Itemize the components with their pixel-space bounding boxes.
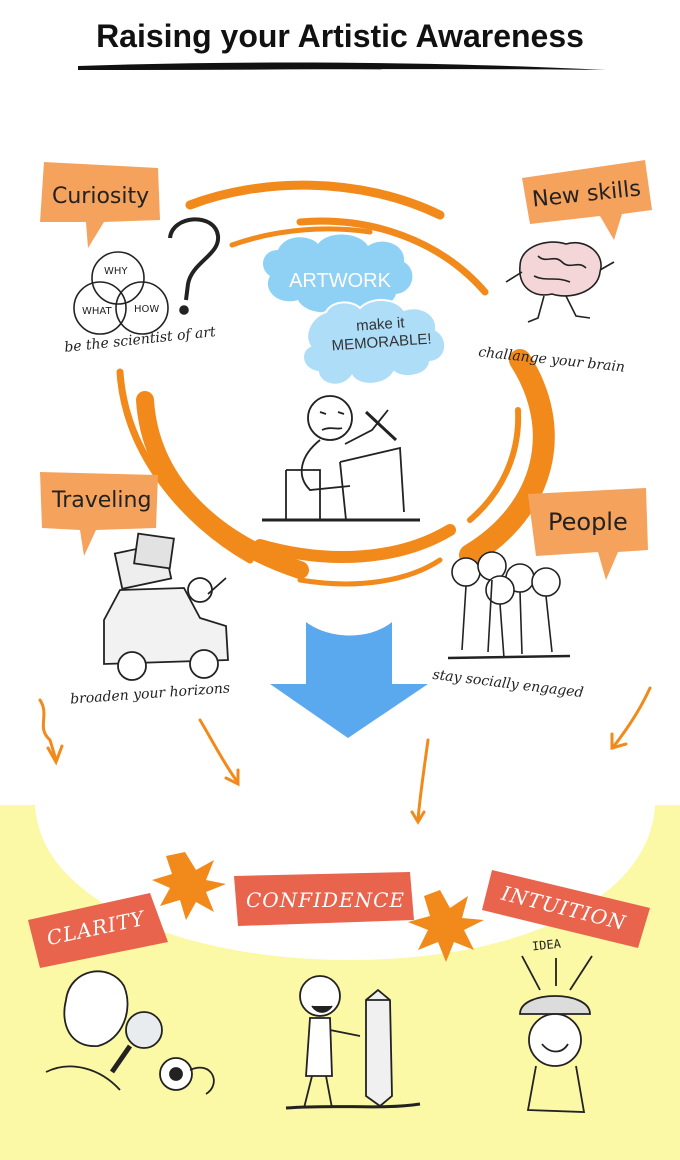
page-title: Raising your Artistic Awareness [96,18,584,54]
venn-what-text: WHAT [82,306,112,317]
idea-doodle-text: IDEA [531,936,562,954]
orange-brush-circle [116,180,555,587]
people-bubble [528,488,648,580]
confidence-banner [234,872,414,926]
running-brain-icon [505,241,615,323]
artwork-cloud [263,234,413,313]
title-underline [78,62,606,70]
curiosity-label: Curiosity [52,184,150,209]
intuition-banner [482,870,650,948]
curiosity-bubble [40,162,160,248]
idea-helmet-person-icon [519,955,593,1113]
group-of-people-icon [447,551,571,660]
traveling-bubble [40,472,158,556]
clarity-banner [28,893,168,968]
artwork-cloud-text: ARTWORK [289,270,391,292]
venn-how-text: HOW [134,304,160,315]
person-with-pencil-icon [285,975,421,1110]
memorable-cloud-text: make it MEMORABLE! [325,312,437,356]
starburst-right [408,890,484,962]
starburst-left [152,852,226,920]
blue-down-arrow [270,622,428,738]
traveling-label: Traveling [52,488,152,513]
memorable-cloud [302,299,446,386]
magnifier-person-icon [45,970,215,1095]
people-label: People [548,508,628,536]
venn-question-icon [73,217,221,335]
confidence-label: CONFIDENCE [246,888,406,912]
orange-arrows [38,686,652,825]
loaded-car-icon [103,532,229,681]
person-drawing-at-desk-icon [262,395,420,522]
venn-why-text: WHY [104,266,128,277]
new-skills-bubble [522,160,652,240]
